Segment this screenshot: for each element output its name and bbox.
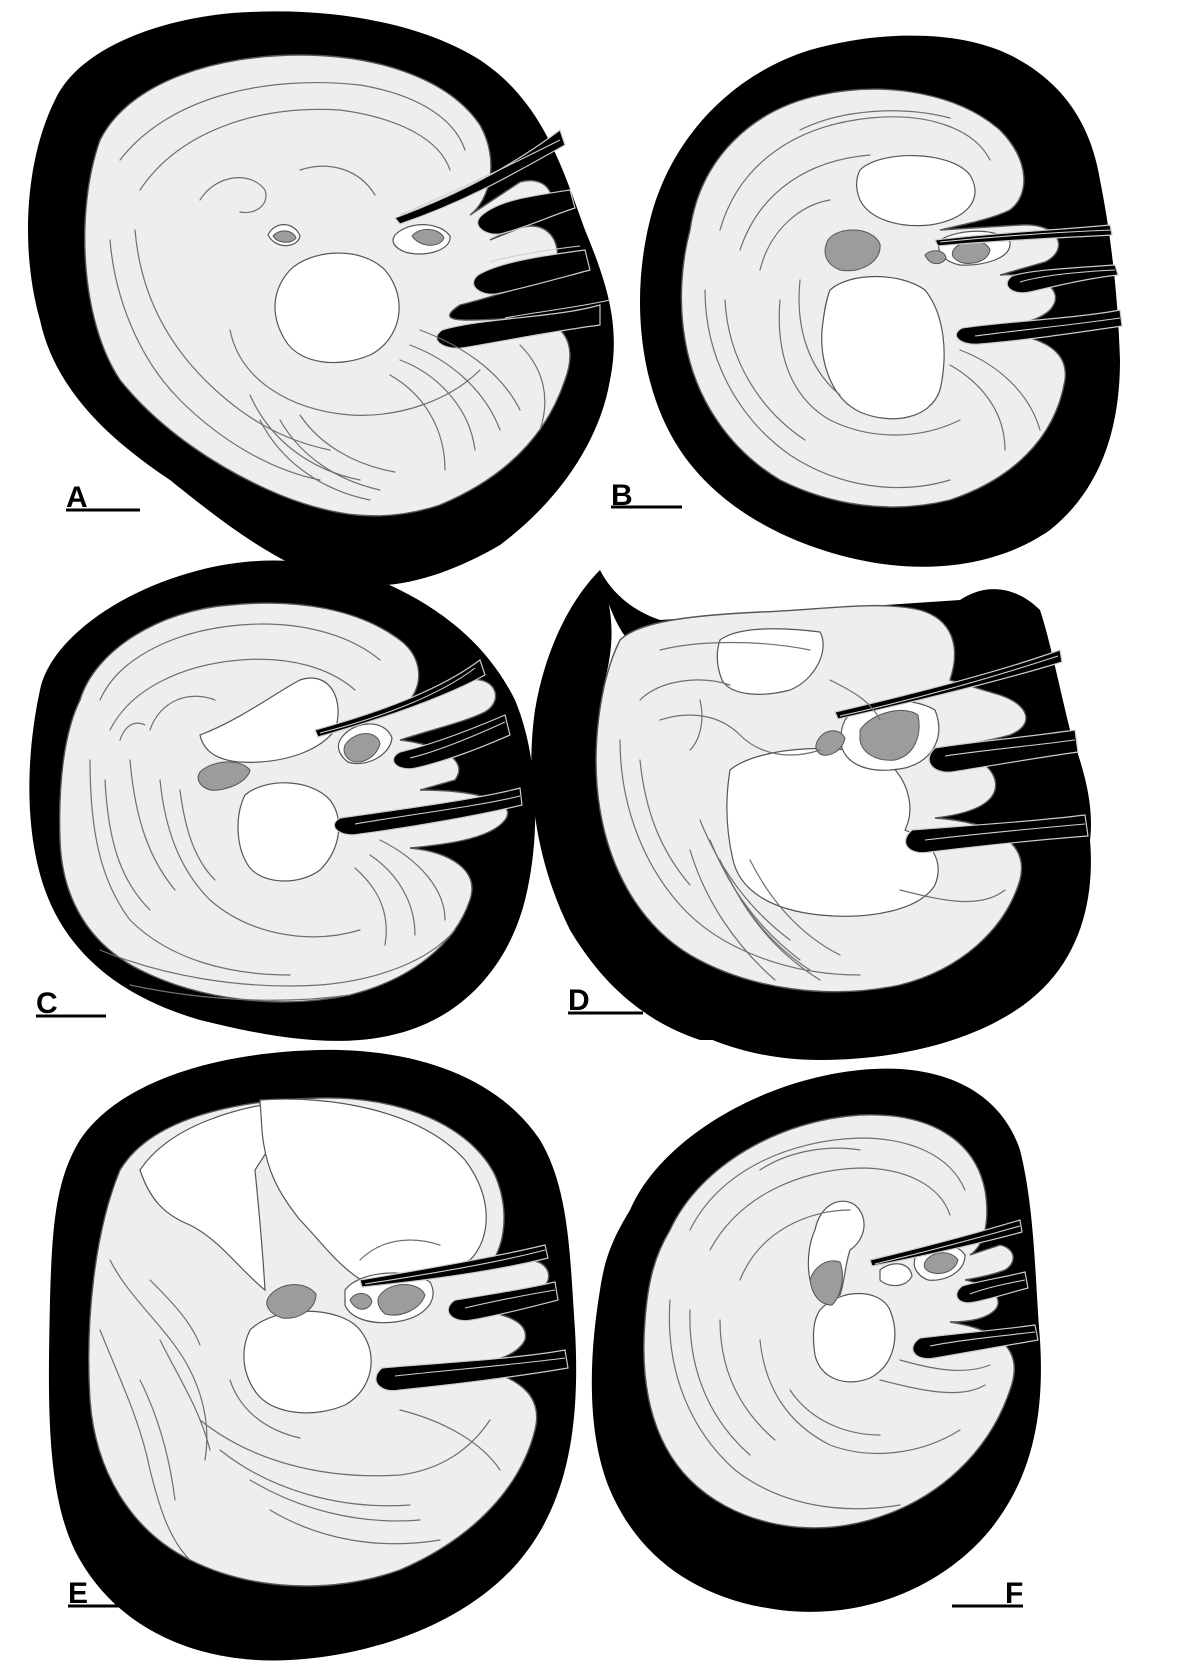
central-cavity xyxy=(813,1294,894,1382)
panel-d: D xyxy=(531,570,1091,1060)
small-cavity xyxy=(880,1264,912,1286)
central-cavity xyxy=(275,253,399,362)
central-cavity xyxy=(238,783,339,881)
upper-cavity xyxy=(857,156,975,226)
panel-e: E xyxy=(49,1050,576,1661)
panel-c: C xyxy=(29,560,535,1040)
central-cavity xyxy=(244,1311,371,1413)
panel-b: B xyxy=(611,36,1122,567)
panel-a: A xyxy=(28,11,614,585)
panel-f: F xyxy=(592,1069,1041,1612)
